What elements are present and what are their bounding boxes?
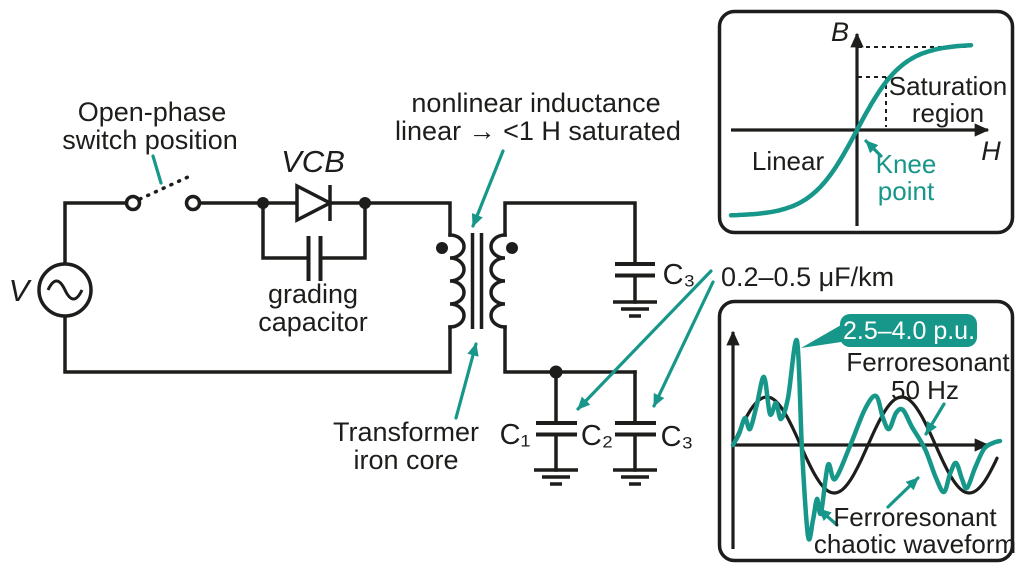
peak-callout-tail [801,321,848,348]
peak-callout-bubble [840,314,977,347]
vcb-label: VCB [281,144,345,179]
knee-arrow [864,139,883,158]
peak-callout-label: 2.5–4.0 p.u. [843,317,975,345]
chaotic-wave [730,337,1003,542]
chaotic-label-line1: Ferroresonant [833,502,997,532]
iron-core-arrow [454,342,479,420]
chaotic-arrow-right [886,476,920,509]
cap-a-plates [536,421,577,437]
source-label: V [9,273,33,308]
cap-bottom-label-2: C₂ [581,420,613,452]
transformer-core [470,233,484,329]
cap-bottom-label-3: C₃ [661,421,694,453]
grading-label-line2: capacitor [258,307,368,337]
cap-top-label: C₃ [663,259,696,291]
cable-capacitance-label: 0.2–0.5 μF/km [721,262,894,292]
chaotic-arrow-left [817,507,839,527]
ground-symbol-a [534,468,578,486]
open-phase-label-line1: Open-phase [78,97,227,127]
chaotic-label-line2: chaotic waveform [814,529,1016,559]
polarity-dot-left [436,242,448,254]
saturation-label-line2: region [912,98,984,128]
knee-label-line1: Knee [876,149,937,179]
junction-dot-left [257,197,269,209]
wire-secondary-top [503,201,637,264]
bh-x-axis-label: H [981,136,1001,166]
wire-bottom-return [63,314,452,374]
vcb-breaker-symbol [295,183,334,223]
switch-pole-right [184,194,202,212]
ground-symbol-top [613,300,657,318]
bh-inset: B H Saturation region Linear Knee point [717,9,1015,235]
inductance-arrow [471,149,505,228]
linear-label: Linear [752,146,825,176]
sine-symbol-icon [46,279,84,301]
open-phase-label-line2: switch position [62,125,238,155]
wire-grading-right [320,201,367,260]
grading-label-line1: grading [268,279,358,309]
waveform-inset: 2.5–4.0 p.u. Ferroresonant 50 Hz Ferrore… [717,299,1016,563]
transformer-winding-right [489,233,507,329]
bh-inset-frame [717,9,1015,235]
grading-capacitor-plates [306,236,323,281]
inductance-label-line1: nonlinear inductance [411,88,660,118]
wire-grading-left [261,201,309,260]
bh-curve [728,42,974,218]
main-circuit: V Open-phase switch position VCB grading… [9,88,894,486]
junction-dot-secondary [549,365,563,379]
saturation-label-line1: Saturation [889,71,1008,101]
transformer-winding-left [448,233,466,329]
cap-top-plates [615,262,655,278]
junction-dot-right [359,197,371,209]
fundamental-label-line1: Ferroresonant [846,347,1010,377]
core-label-line1: Transformer [333,417,479,447]
cap-b-plates [615,421,656,437]
fundamental-arrow [924,402,946,436]
wire-switch-to-primary [198,201,452,237]
inductance-label-line2: linear → <1 H saturated [395,116,681,146]
knee-label-line2: point [878,176,935,206]
core-label-line2: iron core [353,445,458,475]
fundamental-label-line2: 50 Hz [891,375,959,405]
cable-cap-arrow-b [652,280,715,408]
polarity-dot-right [506,242,518,254]
switch-blade [138,175,190,201]
bh-y-axis-label: B [831,17,849,47]
switch-pole-left [124,194,142,212]
cable-cap-arrow-a [576,269,713,411]
wire-source-to-switch [63,201,128,266]
cap-bottom-label-1: C₁ [500,419,531,451]
open-phase-pointer-line [151,154,163,185]
wire-secondary-bottom [503,325,637,374]
ground-symbol-b [613,468,657,486]
